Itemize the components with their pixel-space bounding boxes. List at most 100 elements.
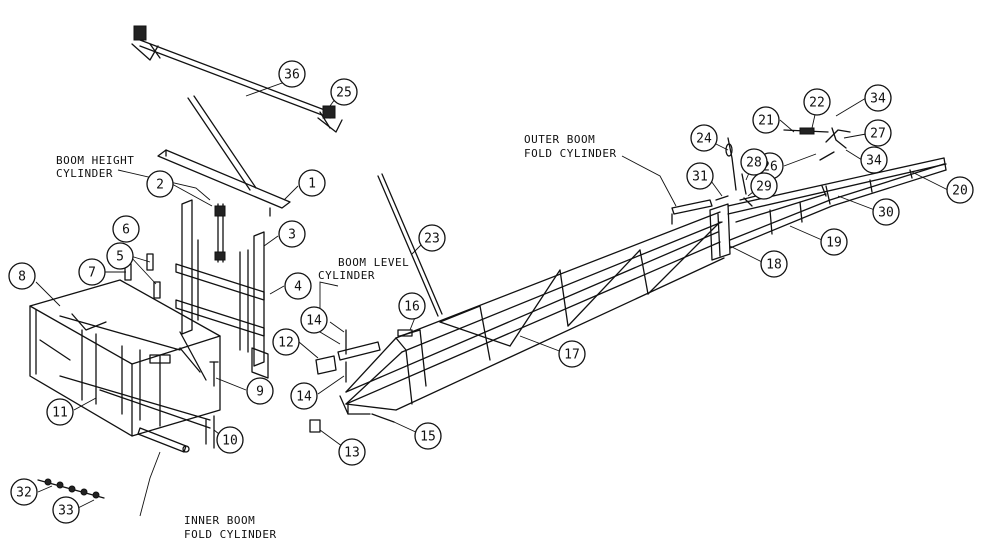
callout-circle bbox=[872, 198, 900, 226]
callout-circle bbox=[10, 478, 38, 506]
callout-number: 27 bbox=[870, 127, 886, 142]
callout-30: 30 bbox=[872, 198, 900, 226]
callout-number: 3 bbox=[288, 228, 296, 243]
callout-circle bbox=[864, 119, 892, 147]
part-23-rod bbox=[377, 173, 443, 317]
callout-21: 21 bbox=[752, 106, 780, 134]
callout-11: 11 bbox=[46, 398, 74, 426]
callout-circle bbox=[752, 106, 780, 134]
callout-number: 30 bbox=[878, 206, 894, 221]
callout-number: 13 bbox=[344, 446, 360, 461]
callout-circle bbox=[300, 306, 328, 334]
callout-2: 2 bbox=[146, 170, 174, 198]
callout-number: 21 bbox=[758, 114, 774, 129]
callout-12: 12 bbox=[272, 328, 300, 356]
callout-7: 7 bbox=[78, 258, 106, 286]
callout-15: 15 bbox=[414, 422, 442, 450]
callout-number: 9 bbox=[256, 385, 264, 400]
callout-34: 34 bbox=[864, 84, 892, 112]
callout-number: 2 bbox=[156, 178, 164, 193]
leader-lines bbox=[35, 77, 949, 517]
callout-circle bbox=[146, 170, 174, 198]
callout-circle bbox=[46, 398, 74, 426]
label-inner-fold: INNER BOOM bbox=[184, 514, 255, 527]
callout-27: 27 bbox=[864, 119, 892, 147]
callout-5: 5 bbox=[106, 242, 134, 270]
callout-number: 19 bbox=[826, 236, 842, 251]
callout-1: 1 bbox=[298, 169, 326, 197]
label-boom-level-2: CYLINDER bbox=[318, 269, 375, 282]
callout-number: 36 bbox=[284, 68, 300, 83]
callout-number: 6 bbox=[122, 223, 130, 238]
callout-17: 17 bbox=[558, 340, 586, 368]
center-frame bbox=[29, 279, 221, 449]
inner-boom-truss bbox=[339, 211, 725, 415]
part-15-bolt bbox=[371, 413, 395, 423]
callout-number: 20 bbox=[952, 184, 968, 199]
lift-frame bbox=[175, 199, 269, 379]
callout-circle bbox=[803, 88, 831, 116]
callout-36: 36 bbox=[278, 60, 306, 88]
callout-circle bbox=[298, 169, 326, 197]
label-inner-fold-2: FOLD CYLINDER bbox=[184, 528, 277, 541]
callout-number: 15 bbox=[420, 430, 436, 445]
callout-19: 19 bbox=[820, 228, 848, 256]
callout-number: 4 bbox=[294, 280, 302, 295]
callout-circle bbox=[740, 148, 768, 176]
callout-6: 6 bbox=[112, 215, 140, 243]
label-boom-height-2: CYLINDER bbox=[56, 167, 113, 180]
callout-circle bbox=[418, 224, 446, 252]
callout-bubbles: 1234567891011121314141516171819202122232… bbox=[8, 60, 974, 524]
callout-number: 14 bbox=[306, 314, 322, 329]
callout-23: 23 bbox=[418, 224, 446, 252]
callout-circle bbox=[860, 146, 888, 174]
callout-number: 5 bbox=[116, 250, 124, 265]
callout-33: 33 bbox=[52, 496, 80, 524]
callout-number: 32 bbox=[16, 486, 32, 501]
callout-number: 7 bbox=[88, 266, 96, 281]
callout-number: 22 bbox=[809, 96, 825, 111]
callout-13: 13 bbox=[338, 438, 366, 466]
callout-circle bbox=[864, 84, 892, 112]
diagonal-strap bbox=[187, 95, 257, 191]
label-boom-height: BOOM HEIGHT bbox=[56, 154, 134, 167]
callout-circle bbox=[686, 162, 714, 190]
callout-number: 11 bbox=[52, 406, 68, 421]
callout-34: 34 bbox=[860, 146, 888, 174]
callout-circle bbox=[272, 328, 300, 356]
callout-number: 31 bbox=[692, 170, 708, 185]
small-hardware bbox=[715, 127, 851, 207]
callout-20: 20 bbox=[946, 176, 974, 204]
callout-number: 25 bbox=[336, 86, 352, 101]
label-outer-fold-2: FOLD CYLINDER bbox=[524, 147, 617, 160]
callout-28: 28 bbox=[740, 148, 768, 176]
assembly-labels: BOOM HEIGHT CYLINDER BOOM LEVEL CYLINDER… bbox=[56, 133, 617, 541]
callout-number: 17 bbox=[564, 348, 580, 363]
callout-14: 14 bbox=[290, 382, 318, 410]
callout-circle bbox=[278, 60, 306, 88]
callout-circle bbox=[820, 228, 848, 256]
callout-circle bbox=[414, 422, 442, 450]
callout-circle bbox=[290, 382, 318, 410]
callout-29: 29 bbox=[750, 172, 778, 200]
part-9-bolt bbox=[209, 361, 219, 387]
parts-32-33-chain bbox=[37, 478, 105, 499]
callout-number: 33 bbox=[58, 504, 74, 519]
callout-16: 16 bbox=[398, 292, 426, 320]
callout-circle bbox=[52, 496, 80, 524]
callout-14: 14 bbox=[300, 306, 328, 334]
callout-number: 34 bbox=[866, 154, 882, 169]
callout-18: 18 bbox=[760, 250, 788, 278]
part-36-rail bbox=[131, 25, 343, 133]
callout-number: 28 bbox=[746, 156, 762, 171]
callout-circle bbox=[8, 262, 36, 290]
callout-31: 31 bbox=[686, 162, 714, 190]
callout-22: 22 bbox=[803, 88, 831, 116]
callout-circle bbox=[330, 78, 358, 106]
callout-number: 18 bbox=[766, 258, 782, 273]
callout-8: 8 bbox=[8, 262, 36, 290]
boom-joint-18 bbox=[709, 203, 731, 261]
callout-circle bbox=[78, 258, 106, 286]
callout-circle bbox=[106, 242, 134, 270]
callout-9: 9 bbox=[246, 377, 274, 405]
